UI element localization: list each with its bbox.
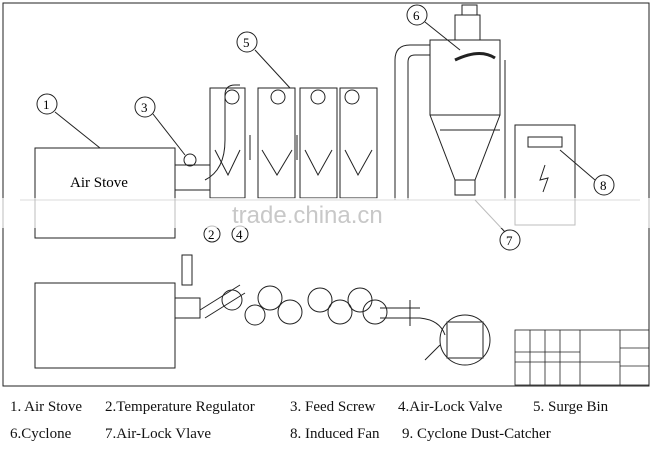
- callouts: 1 3 5 6 8 7 2 4: [36, 4, 615, 251]
- title-block: [514, 329, 650, 386]
- feed-screw: [183, 153, 197, 167]
- watermark: trade.china.cn: [232, 202, 383, 229]
- legend-surge-bin: 5. Surge Bin: [533, 399, 609, 415]
- legend-air-stove: 1. Air Stove: [10, 399, 83, 415]
- svg-text:7: 7: [506, 233, 513, 248]
- legend-feed-screw: 3. Feed Screw: [290, 399, 376, 415]
- legend-air-lock-vlave: 7.Air-Lock Vlave: [105, 426, 212, 442]
- legend-induced-fan: 8. Induced Fan: [290, 426, 380, 442]
- svg-text:8: 8: [600, 178, 607, 193]
- svg-text:4: 4: [236, 227, 243, 242]
- air-stove: [34, 147, 176, 239]
- svg-text:1: 1: [43, 97, 50, 112]
- surge-bins: [209, 87, 378, 199]
- plan-air-stove: [34, 282, 176, 369]
- plan-cyclone: [439, 314, 491, 366]
- legend-cyclone-dust-catcher: 9. Cyclone Dust-Catcher: [402, 426, 551, 442]
- svg-text:5: 5: [243, 35, 250, 50]
- drawing-border: [2, 2, 650, 387]
- riser-pipe: [394, 44, 430, 200]
- process-drawing: Air Stove 1: [2, 2, 650, 387]
- temperature-regulator: [174, 164, 211, 191]
- cyclone: [429, 4, 501, 196]
- svg-text:3: 3: [141, 100, 148, 115]
- svg-text:6: 6: [413, 8, 420, 23]
- legend-temperature-regulator: 2.Temperature Regulator: [105, 399, 255, 415]
- legend-air-lock-valve: 4.Air-Lock Valve: [398, 399, 503, 415]
- legend-cyclone: 6.Cyclone: [10, 426, 72, 442]
- svg-text:2: 2: [208, 227, 215, 242]
- air-stove-label: Air Stove: [70, 175, 128, 191]
- plan-view: [34, 254, 491, 369]
